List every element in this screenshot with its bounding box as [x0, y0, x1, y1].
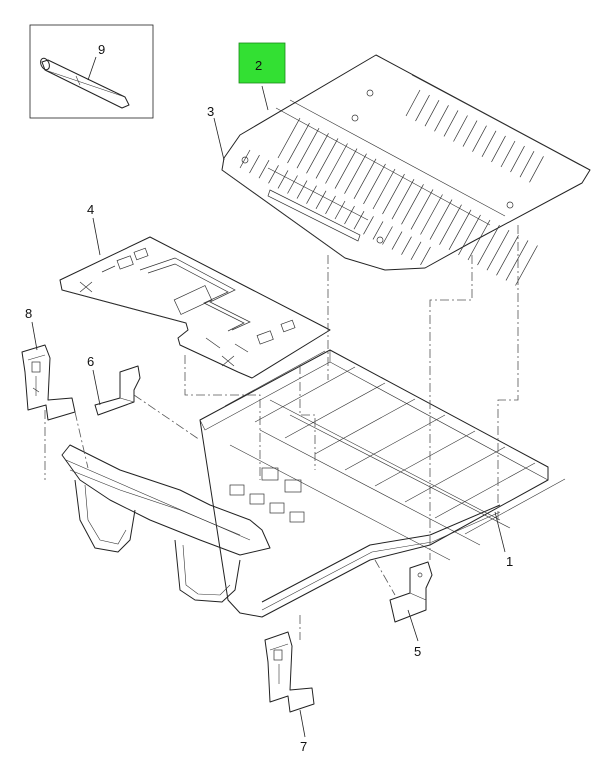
panel-slot [306, 133, 329, 174]
panel-slot [334, 148, 358, 189]
panel-slot [434, 105, 449, 132]
panel-slot [515, 245, 538, 286]
plate-small [94, 365, 141, 416]
callout-7[interactable]: 7 [300, 739, 307, 754]
panel-slot [462, 120, 478, 147]
panel-slot [315, 138, 339, 179]
panel-slot [325, 143, 348, 184]
panel-slot [372, 221, 384, 240]
panel-slot [287, 122, 310, 164]
panel-slot [434, 462, 536, 519]
panel-slot [401, 236, 412, 255]
panel-slot [306, 185, 317, 204]
panel-slot [382, 173, 405, 215]
panel-slot [405, 89, 421, 117]
panel-slot [401, 184, 424, 225]
panel-slot [404, 446, 506, 503]
inset-rod [29, 24, 154, 119]
panel-slot [344, 414, 446, 471]
panel-slot [249, 154, 260, 174]
bracket-right [389, 561, 433, 623]
panel-slot [519, 151, 535, 178]
callout-6[interactable]: 6 [87, 354, 94, 369]
panel-slot [363, 163, 386, 205]
leader-lines [31, 85, 506, 738]
panel-slot [287, 175, 298, 194]
panel-slot [382, 226, 393, 245]
panel-slot [239, 149, 251, 169]
panel-slot [254, 366, 356, 423]
panel-slot [415, 94, 430, 122]
panel-slot [268, 165, 279, 184]
panel-slot [277, 170, 289, 189]
panel-slot [529, 156, 544, 183]
alignment-lines [44, 225, 519, 640]
panel-slot [510, 145, 525, 173]
panel-slot [363, 216, 374, 235]
panel-slot [464, 478, 566, 535]
callout-8[interactable]: 8 [25, 306, 32, 321]
panel-slot [453, 115, 468, 142]
bracket-left [21, 344, 76, 421]
panel-slot [491, 135, 506, 163]
panel-slot [344, 205, 355, 225]
panel-slot [296, 128, 320, 169]
panel-slot [420, 194, 443, 235]
callout-2[interactable]: 2 [255, 58, 262, 73]
panel-slot [224, 350, 326, 407]
panel-slot [467, 219, 491, 261]
panel-slot [439, 204, 462, 245]
panel-slot [500, 140, 516, 168]
panel-slot [505, 240, 529, 281]
panel-slot [353, 211, 365, 230]
callout-1[interactable]: 1 [506, 554, 513, 569]
panel-slot [458, 214, 481, 256]
floor-panel-front [59, 236, 331, 379]
panel-slot [344, 153, 367, 194]
panel-slot [410, 241, 422, 260]
panel-slot [284, 382, 386, 439]
panel-slot [258, 160, 270, 179]
panel-slot [277, 117, 301, 159]
panel-slot [374, 430, 476, 487]
callout-9[interactable]: 9 [98, 42, 105, 57]
panel-slot [334, 200, 346, 220]
bracket-lower [264, 631, 315, 713]
panel-slot [410, 189, 434, 230]
floor-panel-rear [221, 54, 591, 286]
panel-slot [443, 110, 459, 137]
floor-frame [61, 349, 566, 618]
callout-5[interactable]: 5 [414, 644, 421, 659]
panel-slot [314, 398, 416, 455]
panel-slot [420, 246, 431, 266]
panel-slot [424, 100, 440, 127]
panel-slot [486, 230, 510, 271]
callouts: 1 2 3 4 5 6 7 8 9 [25, 42, 513, 754]
panel-slot [429, 199, 453, 240]
panel-slot [325, 195, 336, 215]
callout-2-highlight[interactable] [238, 42, 286, 84]
panel-slot [477, 224, 500, 266]
panel-slot [472, 125, 487, 152]
panel-slot [296, 180, 308, 199]
panel-slot [481, 130, 497, 157]
panel-slot [391, 231, 403, 250]
panel-slot [391, 179, 415, 220]
callout-3[interactable]: 3 [207, 104, 214, 119]
panel-slot [315, 190, 327, 209]
panel-slot [353, 158, 377, 199]
panel-slot [496, 235, 519, 276]
panel-slot [448, 209, 472, 250]
panel-slot [372, 168, 396, 210]
callout-4[interactable]: 4 [87, 202, 94, 217]
